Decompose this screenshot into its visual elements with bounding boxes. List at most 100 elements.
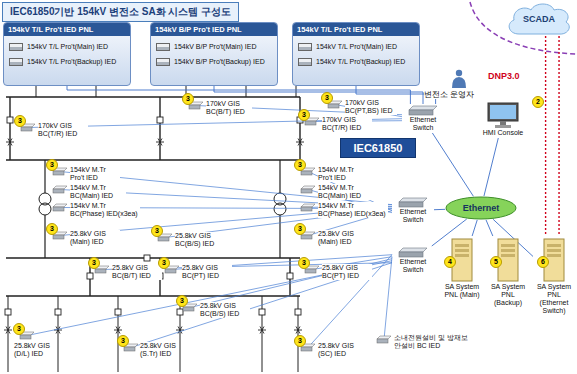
disconnector-symbol [114, 327, 122, 334]
operator-icon [452, 77, 466, 88]
ied-device-icon [53, 189, 64, 193]
callout-number: 3 [294, 335, 306, 347]
switch-icon [399, 202, 423, 207]
node-label: IEC61850 [354, 142, 403, 154]
node-label: Ethernet Switch [393, 208, 433, 224]
ied-device-icon [189, 105, 200, 109]
ied-label: 25.8kV GIS BC(PT) IED [322, 264, 372, 280]
panel-title: 154kV B/P Pro't IED PNL [151, 23, 277, 36]
ied-wire [384, 257, 392, 340]
transformer-lead [45, 160, 280, 258]
ied-device-icon [305, 121, 316, 125]
switch-icon [398, 197, 428, 208]
node-label: SA System PNL (Backup) [487, 283, 529, 307]
ied-device-icon [53, 204, 67, 207]
ied-device-icon [95, 269, 106, 273]
breaker-symbol [287, 273, 293, 279]
protocol-box: IEC61850 [340, 138, 416, 158]
callout-number: 3 [46, 223, 58, 235]
breaker-symbol [177, 309, 183, 315]
server-icon [455, 249, 469, 252]
operator-icon [456, 70, 462, 76]
monitor-icon [486, 101, 520, 129]
ied-panel: 154kV T/L Pro't IED PNL154kV T/L Pro't(M… [292, 22, 420, 86]
switch-icon [408, 105, 438, 116]
server-icon [455, 244, 469, 247]
ied-name: 154kV B/P Pro't(Main) IED [151, 36, 277, 51]
callout-number: 3 [158, 257, 170, 269]
breaker-symbol [144, 255, 150, 261]
ellipse-shape [446, 197, 516, 219]
disconnector-symbol [6, 139, 14, 146]
ied-device-icon [301, 204, 315, 211]
ied-label: 154kV M.Tr Pro't IED [70, 166, 120, 182]
monitor-icon [495, 125, 511, 128]
feeder-line [36, 86, 296, 97]
network-link [484, 138, 498, 196]
ied-label: 25.8kV GIS BC(B/S) IED [175, 232, 227, 248]
callout-number: 3 [117, 335, 129, 347]
callout-number: 3 [151, 225, 163, 237]
network-link [432, 133, 473, 196]
ied-label: 170kV GIS BC(B/T) IED [206, 100, 252, 116]
callout-number: 2 [532, 96, 544, 108]
ied-panel: 154kV B/P Pro't IED PNL154kV B/P Pro't(M… [150, 22, 278, 86]
network-link [486, 220, 493, 236]
cloud-shape [509, 4, 569, 34]
sa-server-panel: SA System PNL (Main) [440, 236, 484, 300]
network-link [472, 220, 477, 236]
monitor-icon [500, 121, 506, 125]
ied-device-icon [124, 347, 135, 351]
server-icon [501, 249, 515, 252]
panel-title: 154kV T/L Pro't IED PNL [4, 23, 130, 36]
transformer-symbol [39, 203, 51, 215]
ied-device-icon [301, 189, 312, 193]
ied-device-icon [301, 347, 312, 351]
monitor-icon [488, 103, 518, 121]
scada-cloud: SCADA [505, 2, 573, 36]
ied-device-icon [328, 104, 339, 108]
scada-link [545, 36, 546, 236]
switch-icon [409, 106, 437, 110]
ied-device-icon [165, 269, 176, 273]
operator-label: 변전소 운영자 [424, 90, 474, 99]
ied-label: 25.8kV GIS (S.Tr) IED [140, 342, 178, 358]
disconnector-symbol [156, 139, 164, 146]
callout-number: 3 [298, 109, 310, 121]
ied-name: 154kV T/L Pro't(Main) IED [293, 36, 419, 51]
server-icon [547, 254, 561, 257]
breaker-symbol [157, 117, 163, 123]
disconnector-symbol [258, 327, 266, 334]
ied-device-icon [21, 127, 32, 131]
ied-label: 154kV M.Tr BC(Phase) IED(x3ea) [70, 202, 140, 218]
protocol-label: DNP3.0 [488, 72, 520, 80]
breaker-symbol [87, 273, 93, 279]
ied-wire [308, 255, 392, 348]
network-link [434, 209, 445, 210]
ied-label: 25.8kV GIS BC(B/S) IED [200, 302, 250, 318]
sa-server-panel: SA System PNL (Ethernet Switch) [533, 236, 575, 316]
network-boundary [470, 2, 576, 54]
monitor-icon [490, 105, 516, 119]
ied-label: 170kV GIS BC(T/R) IED [322, 116, 372, 132]
ied-label: 154kV M.Tr BC(Phase) IED(x3ea) [318, 202, 388, 218]
callout-number: 4 [444, 256, 456, 268]
disconnector-symbol [4, 327, 12, 334]
ied-name: 154kV T/L Pro't(Main) IED [4, 36, 130, 51]
breaker-symbol [7, 117, 13, 123]
ied-label: 25.8kV GIS (Main) IED [70, 230, 120, 246]
node-label: Ethernet Switch [393, 258, 433, 274]
callout-number: 3 [182, 93, 194, 105]
ied-label: 154kV M.Tr BC(Main) IED [318, 184, 374, 200]
ethernet-switch: Ethernet Switch [392, 196, 434, 225]
ied-panel: 154kV T/L Pro't IED PNL154kV T/L Pro't(M… [3, 22, 131, 86]
node-label: HMI Console [477, 129, 529, 137]
breaker-symbol [5, 309, 11, 315]
hmi-console: HMI Console [476, 100, 530, 138]
breaker-symbol [259, 309, 265, 315]
callout-number: 3 [321, 92, 333, 104]
disconnector-symbol [296, 139, 304, 146]
ethernet-switch: Ethernet Switch [392, 246, 434, 275]
ied-device-icon [301, 207, 312, 211]
ied-device-icon [305, 269, 316, 273]
